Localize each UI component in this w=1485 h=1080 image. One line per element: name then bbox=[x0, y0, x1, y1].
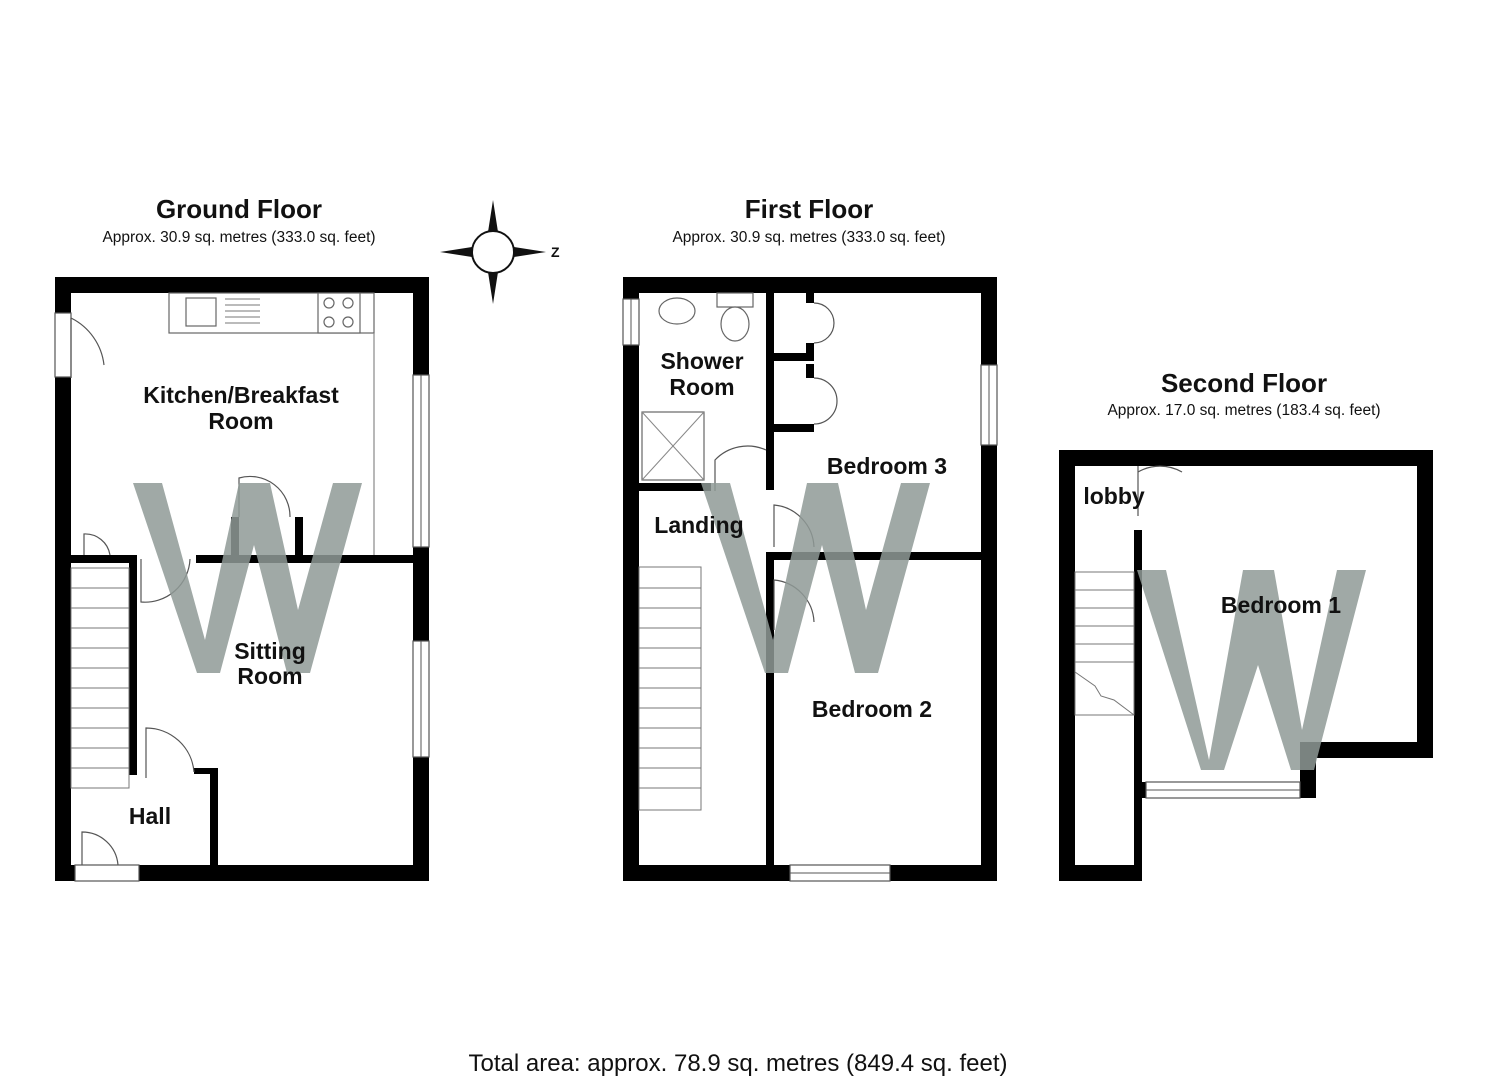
second-floor-area: Approx. 17.0 sq. metres (183.4 sq. feet) bbox=[1107, 402, 1380, 419]
room-label-kitchen-line1: Kitchen/Breakfast bbox=[143, 382, 339, 408]
room-label-bedroom2: Bedroom 2 bbox=[812, 696, 932, 722]
room-label-bedroom1: Bedroom 1 bbox=[1221, 592, 1341, 618]
compass-rose-icon bbox=[440, 200, 546, 304]
room-label-sitting-line2: Room bbox=[237, 663, 302, 689]
room-label-landing: Landing bbox=[654, 512, 743, 538]
room-label-shower-line1: Shower bbox=[660, 348, 743, 374]
second-floor-title: Second Floor bbox=[1161, 368, 1327, 398]
room-label-kitchen-line2: Room bbox=[208, 408, 273, 434]
compass-label: Z bbox=[551, 244, 560, 260]
total-area: Total area: approx. 78.9 sq. metres (849… bbox=[469, 1050, 1008, 1077]
first-floor-title: First Floor bbox=[745, 194, 874, 224]
ground-floor-area: Approx. 30.9 sq. metres (333.0 sq. feet) bbox=[102, 229, 375, 246]
room-label-lobby: lobby bbox=[1083, 483, 1145, 509]
room-label-bedroom3: Bedroom 3 bbox=[827, 453, 947, 479]
first-floor-plan bbox=[622, 277, 998, 882]
room-label-shower-line2: Room bbox=[669, 374, 734, 400]
ground-floor-title: Ground Floor bbox=[156, 194, 322, 224]
room-label-sitting-line1: Sitting bbox=[234, 638, 306, 664]
room-label-hall: Hall bbox=[129, 803, 171, 829]
first-floor-area: Approx. 30.9 sq. metres (333.0 sq. feet) bbox=[672, 229, 945, 246]
w-logo-watermark bbox=[133, 483, 1366, 770]
